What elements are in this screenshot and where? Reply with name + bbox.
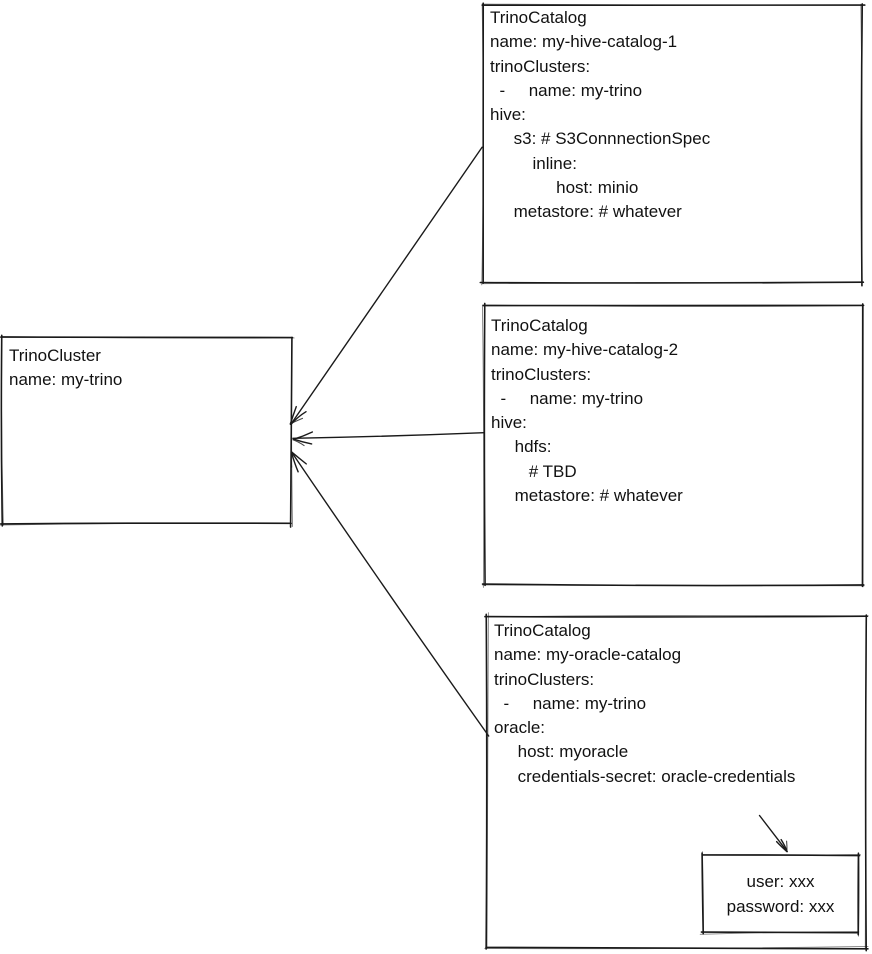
trino-cluster-node: TrinoCluster name: my-trino	[2, 338, 291, 524]
node-text-line: - name: my-trino	[490, 80, 643, 100]
node-text-line: - name: my-trino	[491, 388, 644, 408]
node-text-line: inline:	[490, 153, 577, 173]
node-text-line: trinoClusters:	[490, 56, 591, 76]
node-text-line: TrinoCatalog	[494, 621, 591, 640]
node-text-line: hive:	[491, 413, 527, 433]
node-text-line: oracle:	[494, 718, 546, 738]
node-text-line: user: xxx	[746, 872, 815, 891]
node-text-line: s3: # S3ConnnectionSpec	[490, 129, 711, 149]
node-text-line: host: minio	[490, 178, 639, 198]
node-text-line: name: my-hive-catalog-2	[491, 340, 679, 360]
node-text-line: # TBD	[491, 461, 577, 481]
trino-catalog-node-3: TrinoCatalog name: my-oracle-catalog tri…	[487, 616, 866, 948]
node-text-line: TrinoCatalog	[490, 8, 587, 27]
arrow-catalog3-to-cluster	[290, 451, 490, 737]
arrow-catalog2-to-cluster	[292, 431, 485, 447]
arrow-catalog1-to-cluster	[289, 146, 483, 426]
node-text-line: host: myoracle	[494, 742, 629, 762]
node-text-line: name: my-hive-catalog-1	[490, 32, 678, 52]
node-text-line: name: my-trino	[9, 370, 123, 390]
node-text-line: hive:	[490, 105, 526, 125]
trino-catalog-node-1: TrinoCatalog name: my-hive-catalog-1 tri…	[483, 5, 862, 283]
node-text-line: name: my-oracle-catalog	[494, 645, 682, 665]
node-text-line: - name: my-trino	[494, 693, 647, 713]
node-text-line: password: xxx	[726, 897, 835, 916]
credentials-secret-node: user: xxx password: xxx	[703, 855, 858, 933]
node-text-line: metastore: # whatever	[490, 202, 682, 222]
node-text-line: credentials-secret: oracle-credentials	[494, 766, 796, 786]
node-text-line: trinoClusters:	[491, 364, 592, 384]
node-text-line: TrinoCluster	[9, 346, 101, 365]
node-text-line: metastore: # whatever	[491, 486, 683, 506]
node-text-line: trinoClusters:	[494, 669, 595, 689]
trino-catalog-node-2: TrinoCatalog name: my-hive-catalog-2 tri…	[484, 306, 862, 585]
node-text-line: hdfs:	[491, 437, 552, 457]
node-text-line: TrinoCatalog	[491, 316, 588, 335]
